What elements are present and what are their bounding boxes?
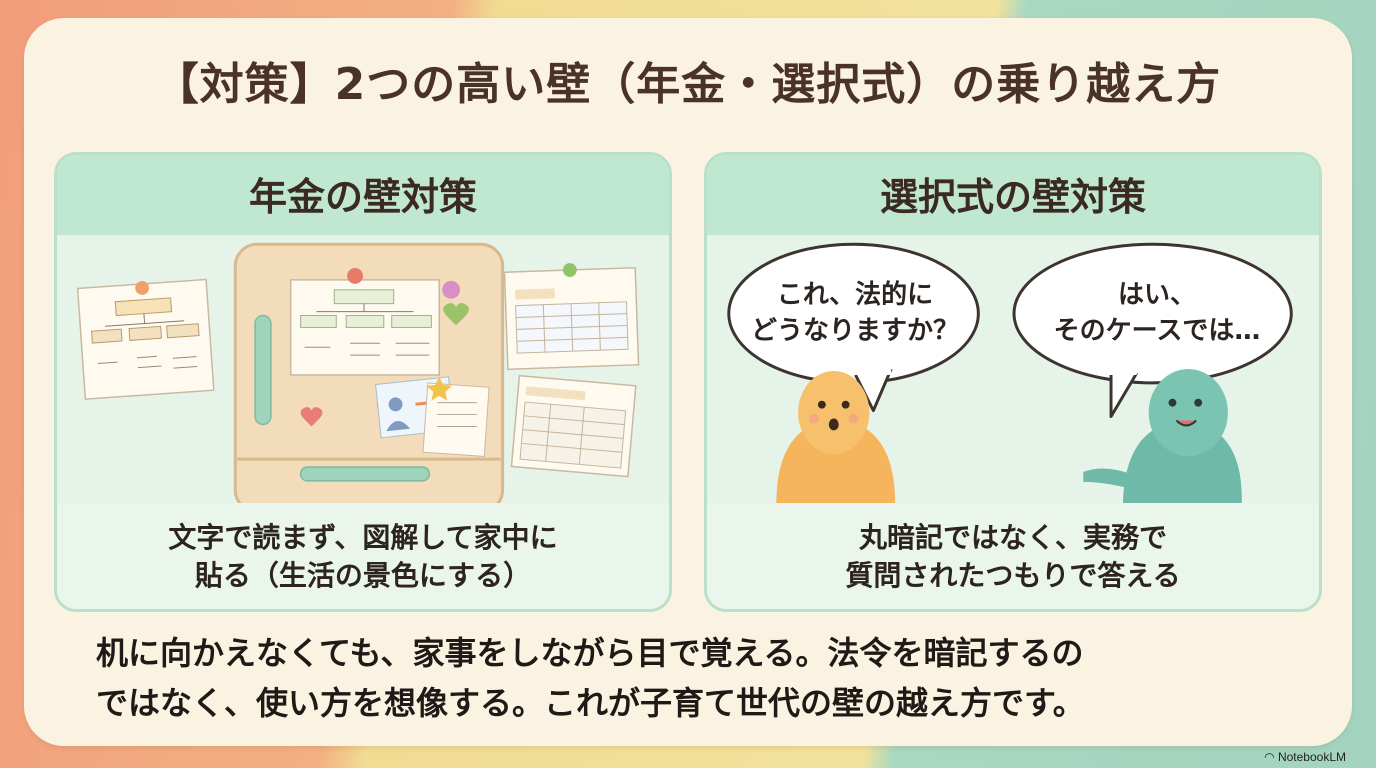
person-asking	[776, 370, 896, 504]
question-line-2: どうなりますか？	[750, 316, 959, 346]
fridge-illustration	[76, 242, 640, 505]
selection-wall-panel: 選択式の壁対策	[704, 152, 1322, 612]
answer-line-2: そのケースでは…	[1053, 316, 1261, 346]
summary-text: 机に向かえなくても、家事をしながら目で覚える。法令を暗記するの ではなく、使い方…	[96, 628, 1296, 728]
selection-table-paper	[510, 374, 637, 478]
brand-label: NotebookLM	[1277, 750, 1346, 764]
answer-line-1: はい、	[1117, 280, 1196, 310]
pension-panel-heading: 年金の壁対策	[57, 155, 669, 235]
selection-panel-heading: 選択式の壁対策	[707, 155, 1319, 235]
notebooklm-brand: ◠ NotebookLM	[1264, 750, 1346, 764]
summary-line-1: 机に向かえなくても、家事をしながら目で覚える。法令を暗記するの	[96, 634, 1084, 672]
pension-table-paper	[503, 263, 640, 371]
selection-caption-line-2: 質問されたつもりで答える	[845, 559, 1181, 592]
notebooklm-logo-icon: ◠	[1264, 750, 1275, 764]
conversation-illustration	[727, 242, 1293, 504]
selection-panel-caption: 丸暗記ではなく、実務で 質問されたつもりで答える	[707, 503, 1319, 609]
question-line-1: これ、法的に	[776, 280, 934, 310]
person-answering	[1083, 369, 1242, 504]
speech-bubble-answer	[1012, 242, 1293, 419]
pension-caption-line-1: 文字で読まず、図解して家中に	[168, 521, 558, 554]
answer-bubble-text: はい、 そのケースでは…	[1017, 277, 1297, 349]
pension-chart-paper-left	[76, 278, 215, 400]
pension-wall-panel: 年金の壁対策	[54, 152, 672, 612]
summary-line-2: ではなく、使い方を想像する。これが子育て世代の壁の越え方です。	[96, 684, 1085, 722]
fridge	[233, 242, 505, 505]
question-bubble-text: これ、法的に どうなりますか？	[729, 277, 981, 349]
pension-caption-line-2: 貼る（生活の景色にする）	[194, 559, 532, 592]
selection-caption-line-1: 丸暗記ではなく、実務で	[858, 521, 1167, 554]
page-title: 【対策】2つの高い壁（年金・選択式）の乗り越え方	[154, 59, 1222, 110]
pension-panel-caption: 文字で読まず、図解して家中に 貼る（生活の景色にする）	[57, 503, 669, 609]
